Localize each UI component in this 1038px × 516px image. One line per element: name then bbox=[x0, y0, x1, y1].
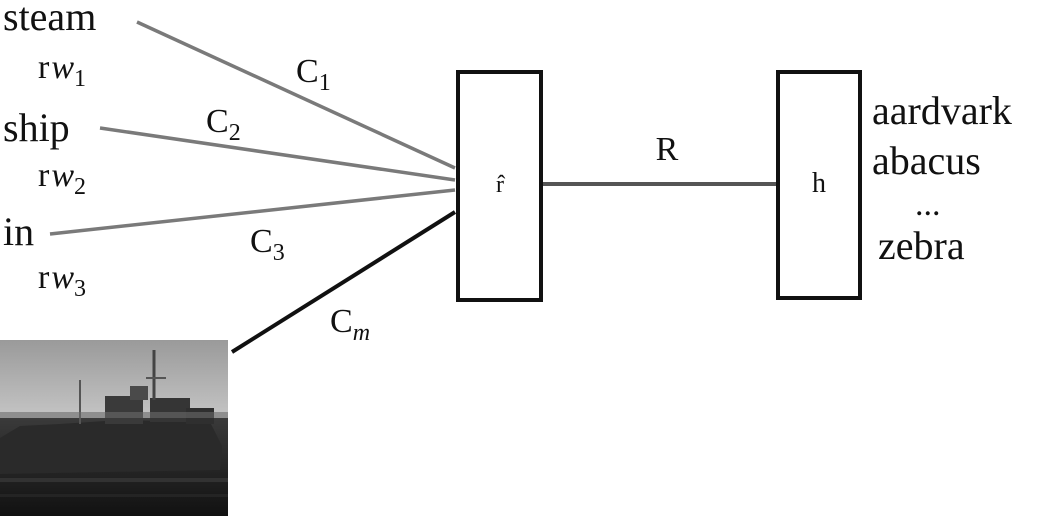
edge-in-to-rhat bbox=[49, 188, 456, 236]
edge-ship-to-rhat bbox=[99, 126, 456, 182]
h-label: h bbox=[812, 168, 826, 199]
rep-rw1-var: w bbox=[51, 49, 74, 86]
rep-rw2: rw2 bbox=[38, 157, 86, 200]
weight-cm: Cm bbox=[330, 303, 370, 346]
rep-rw1: rw1 bbox=[38, 49, 86, 92]
weight-c3: C3 bbox=[250, 223, 285, 266]
weight-c1-sub: 1 bbox=[319, 70, 331, 96]
weight-c3-base: C bbox=[250, 223, 273, 260]
vocab-zebra: zebra bbox=[878, 223, 965, 268]
rep-rw3-index: 3 bbox=[74, 276, 86, 302]
vocab-ellipsis: ... bbox=[915, 186, 941, 223]
input-word-in: in bbox=[3, 209, 34, 254]
weight-cm-sub: m bbox=[353, 320, 370, 346]
rep-rw1-index: 1 bbox=[74, 66, 86, 92]
rep-rw1-prefix: r bbox=[38, 49, 50, 86]
rhat-box bbox=[456, 70, 543, 302]
rep-rw3-prefix: r bbox=[38, 259, 50, 296]
edge-steam-to-rhat bbox=[136, 20, 456, 170]
input-word-ship: ship bbox=[3, 105, 70, 150]
vocab-aardvark: aardvark bbox=[872, 88, 1012, 133]
weight-c3-sub: 3 bbox=[273, 240, 285, 266]
link-r-label: R bbox=[656, 131, 679, 168]
weight-c2-sub: 2 bbox=[229, 120, 241, 146]
weight-c2-base: C bbox=[206, 103, 229, 140]
rhat-label: r̂ bbox=[496, 172, 505, 198]
rep-rw3-var: w bbox=[51, 259, 74, 296]
rep-rw3: rw3 bbox=[38, 259, 86, 302]
weight-c1-base: C bbox=[296, 53, 319, 90]
vocab-abacus: abacus bbox=[872, 138, 981, 183]
h-box bbox=[776, 70, 862, 300]
input-word-steam: steam bbox=[3, 0, 96, 39]
weight-c2: C2 bbox=[206, 103, 241, 146]
edge-image-to-rhat bbox=[230, 210, 457, 354]
rep-rw2-prefix: r bbox=[38, 157, 50, 194]
weight-c1: C1 bbox=[296, 53, 331, 96]
ship-photo bbox=[0, 340, 228, 516]
weight-cm-base: C bbox=[330, 303, 353, 340]
rep-rw2-index: 2 bbox=[74, 174, 86, 200]
rep-rw2-var: w bbox=[51, 157, 74, 194]
